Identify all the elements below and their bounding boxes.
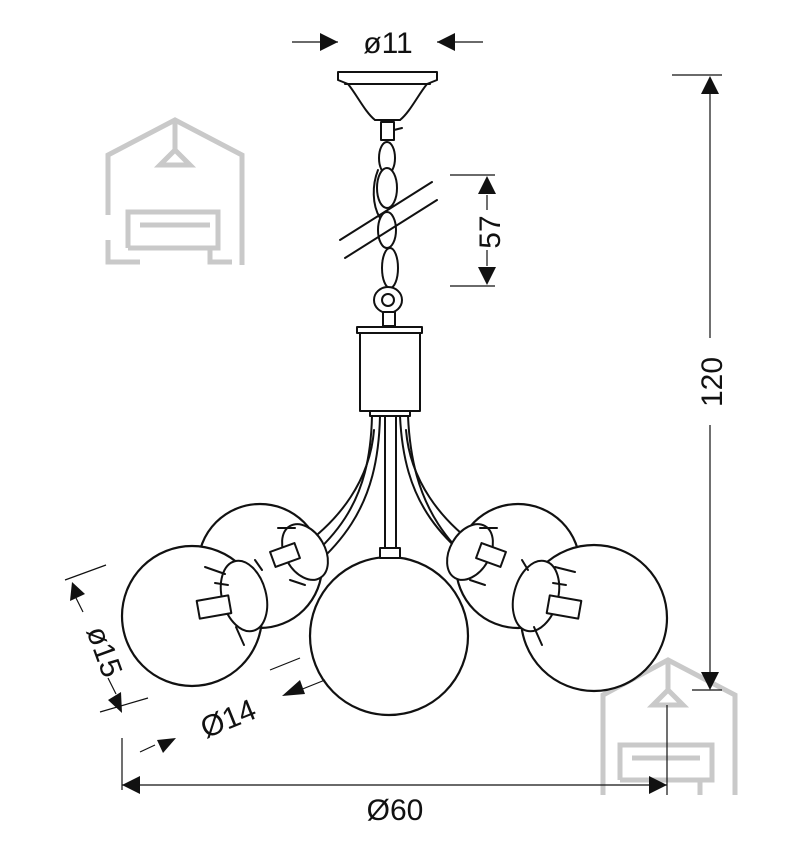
globe-front-right: [511, 543, 669, 693]
central-hub: [356, 326, 423, 417]
overall-height-label: 120: [696, 357, 729, 407]
dimension-overall-diameter: Ø60: [122, 705, 668, 827]
globe-center: [308, 547, 470, 717]
globe-front-left: [120, 544, 269, 688]
chain-length-label: 57: [474, 215, 507, 248]
ceiling-canopy: [337, 71, 438, 141]
large-globe-diameter-label: ø15: [80, 622, 129, 682]
dimension-overall-height: 120: [672, 74, 729, 691]
chain: [372, 141, 403, 327]
dimension-chain-length: 57: [450, 174, 507, 287]
house-logo-watermark-top: [105, 117, 245, 265]
house-logo-watermark-bottom: [600, 657, 738, 795]
dimension-canopy-diameter: ø11: [292, 27, 483, 60]
overall-diameter-label: Ø60: [367, 794, 424, 827]
chain-break-symbol: [339, 181, 438, 259]
small-globe-diameter-label: Ø14: [196, 693, 261, 745]
canopy-diameter-label: ø11: [363, 27, 412, 60]
